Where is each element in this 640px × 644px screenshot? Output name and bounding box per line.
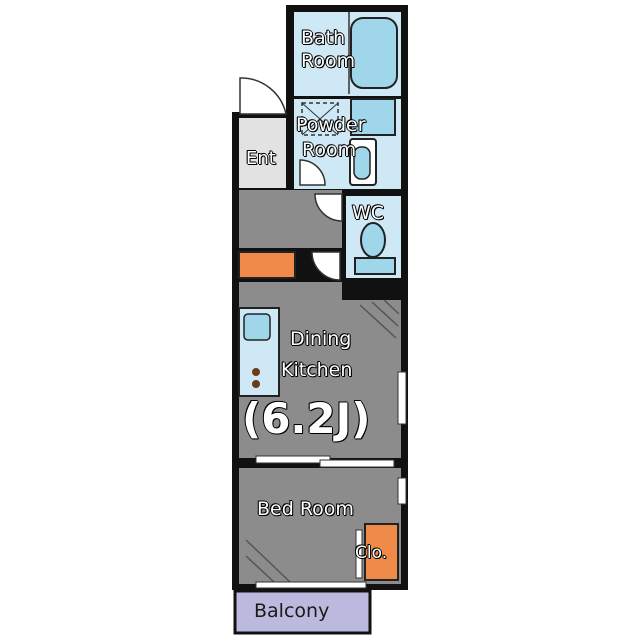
- dining-kitchen-label-line2: Kitchen: [281, 359, 353, 381]
- hatching-line: [383, 299, 400, 315]
- stove-burner: [252, 368, 260, 376]
- closet-label: Clo.: [355, 543, 388, 563]
- entrance-label: Ent: [246, 148, 276, 169]
- hatching-line: [245, 555, 275, 583]
- entrance-door-swing: [239, 77, 287, 115]
- powder-room-label: Powder Room: [296, 116, 366, 160]
- balcony-floor: [233, 589, 372, 635]
- wc-label: WC: [352, 202, 385, 224]
- window: [397, 371, 407, 425]
- sliding-door: [319, 459, 395, 468]
- toilet-bowl: [360, 222, 386, 258]
- stove-burner: [252, 380, 260, 388]
- bath-room-label: Bath Room: [301, 29, 355, 71]
- toilet-tank: [354, 257, 396, 275]
- powder-room-label-line2: Room: [302, 139, 357, 161]
- closet-door: [355, 529, 363, 579]
- powder-door-swing: [299, 159, 326, 186]
- closet: [364, 523, 399, 581]
- washing-machine-mark: [301, 102, 339, 136]
- powder-shelf: [350, 98, 396, 136]
- dining-kitchen-label-line1: Dining: [290, 328, 352, 350]
- balcony-door: [255, 581, 367, 589]
- window: [397, 477, 407, 505]
- dining-kitchen-size: (6.2J): [242, 394, 371, 443]
- hatching-line: [245, 539, 291, 583]
- hatching-line: [371, 301, 399, 327]
- bath-room-label-line2: Room: [301, 50, 356, 72]
- dining-door-swing: [311, 251, 341, 281]
- bath-room-label-line1: Bath: [301, 27, 346, 49]
- entrance-floor: [239, 118, 286, 188]
- wc-wall-block: [342, 278, 404, 300]
- hatching-line: [359, 304, 397, 339]
- hallway-door-swing: [314, 193, 343, 222]
- vanity-basin: [353, 146, 371, 180]
- kitchen-sink: [243, 313, 271, 341]
- dining-kitchen-label: Dining Kitchen: [281, 330, 352, 380]
- bed-room-label: Bed Room: [257, 498, 354, 520]
- powder-room-label-line1: Powder: [296, 114, 366, 136]
- balcony-label: Balcony: [254, 600, 330, 622]
- bathtub: [350, 17, 398, 89]
- sliding-door: [255, 455, 331, 464]
- washing-machine: [301, 102, 339, 136]
- shoe-storage: [238, 251, 296, 279]
